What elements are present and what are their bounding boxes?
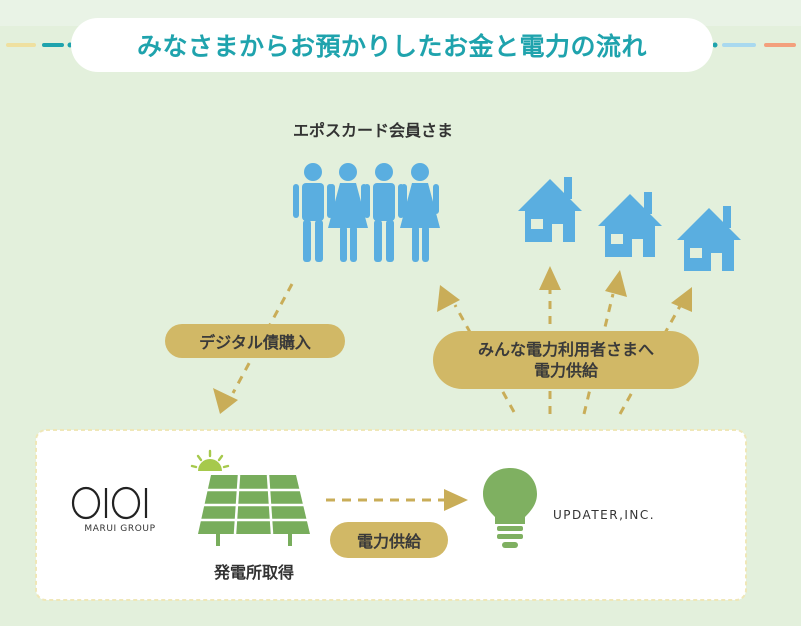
members-people-icon xyxy=(293,163,440,262)
digital-bond-pill: デジタル債購入 xyxy=(165,324,345,358)
title-decor-lines xyxy=(6,42,796,48)
updater-logo-text: UPDATER,INC. xyxy=(553,508,656,522)
house-icon-3 xyxy=(677,206,741,271)
members-label: エポスカード会員さま xyxy=(292,121,453,140)
supply-to-users-pill: みんな電力利用者さまへ 電力供給 xyxy=(433,331,699,389)
supply-to-users-line2: 電力供給 xyxy=(533,361,598,380)
bottom-panel xyxy=(35,429,747,601)
supply-arrowheads xyxy=(437,266,692,312)
page-title: みなさまからお預かりしたお金と電力の流れ xyxy=(71,18,713,72)
power-supply-pill: 電力供給 xyxy=(330,522,448,558)
power-supply-arrow xyxy=(326,489,468,511)
light-bulb-icon xyxy=(483,468,537,548)
solar-panel-icon xyxy=(198,474,310,546)
house-icon-1 xyxy=(518,177,582,242)
marui-group-text: MARUI GROUP xyxy=(84,524,156,534)
plant-label: 発電所取得 xyxy=(213,563,294,582)
supply-to-users-line1: みんな電力利用者さまへ xyxy=(477,340,654,359)
house-icon-2 xyxy=(598,192,662,257)
sun-icon xyxy=(190,449,230,471)
marui-logo-mark xyxy=(71,486,148,520)
